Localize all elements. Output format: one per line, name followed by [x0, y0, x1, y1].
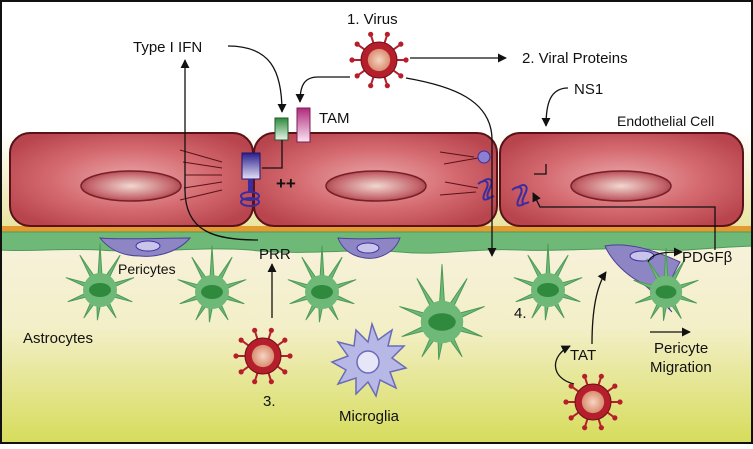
astrocyte-6: [633, 247, 699, 321]
tam-receptor-magenta: [296, 107, 311, 143]
label-step4: 4.: [514, 305, 527, 322]
endothelial-cell-left: [9, 132, 254, 227]
arrow-ns1-to-cell: [541, 87, 569, 127]
arrow-tat-to-pericyte: [591, 271, 607, 345]
arrows: [180, 45, 716, 385]
tam-receptor-green: [274, 117, 289, 141]
ns1-bracket: [534, 164, 547, 175]
arrow-tat-curve: [554, 345, 575, 385]
astrocyte-3: [287, 245, 357, 323]
arrow-pdgfb-to-cell: [532, 192, 716, 250]
pericyte-left: [98, 237, 192, 257]
basement-membrane: [0, 226, 753, 235]
label-type-i-ifn: Type I IFN: [133, 39, 202, 56]
label-ns1: NS1: [574, 81, 603, 98]
label-astrocytes: Astrocytes: [23, 330, 93, 347]
label-tat: TAT: [570, 347, 596, 364]
endothelial-cell-right: [499, 132, 744, 227]
arrow-virus-to-tam: [295, 76, 350, 103]
label-tam: TAM: [319, 110, 350, 127]
astrocyte-2: [177, 245, 247, 323]
arrow-ifn-to-tam: [227, 45, 287, 113]
astrocyte-1: [65, 243, 135, 321]
label-plus-plus: ++: [276, 174, 296, 193]
astrocyte-5: [513, 243, 583, 321]
label-pdgfb: PDGFβ: [682, 249, 733, 266]
pericyte-middle: [337, 237, 401, 259]
label-virus: 1. Virus: [347, 11, 398, 28]
label-viral-proteins: 2. Viral Proteins: [522, 50, 628, 67]
endothelial-cell-middle: [253, 132, 498, 227]
viruses-group: [233, 31, 623, 431]
microglia-cell: [330, 321, 408, 398]
label-prr: PRR: [259, 246, 291, 263]
label-pericytes: Pericytes: [118, 261, 176, 277]
label-endothelial-cell: Endothelial Cell: [617, 113, 714, 129]
astrocyte-4: [399, 264, 485, 360]
arrow-virus-to-brain: [405, 77, 497, 257]
virus-4: [563, 373, 623, 431]
viral-particle-dot: [477, 150, 491, 164]
label-pericyte-migration-line1: Pericyte: [654, 340, 708, 357]
label-microglia: Microglia: [339, 408, 400, 425]
label-step3: 3.: [263, 393, 276, 410]
virus-3: [233, 327, 293, 385]
label-pericyte-migration-line2: Migration: [650, 359, 712, 376]
tam-connector: [262, 140, 283, 169]
astrocytes-group: [65, 243, 699, 360]
arrow-prr-to-type-i-ifn: [180, 59, 259, 241]
virus-1: [349, 31, 409, 89]
arrow-pericyte-to-pdgfb: [647, 247, 683, 263]
prr-receptor: [241, 152, 261, 193]
